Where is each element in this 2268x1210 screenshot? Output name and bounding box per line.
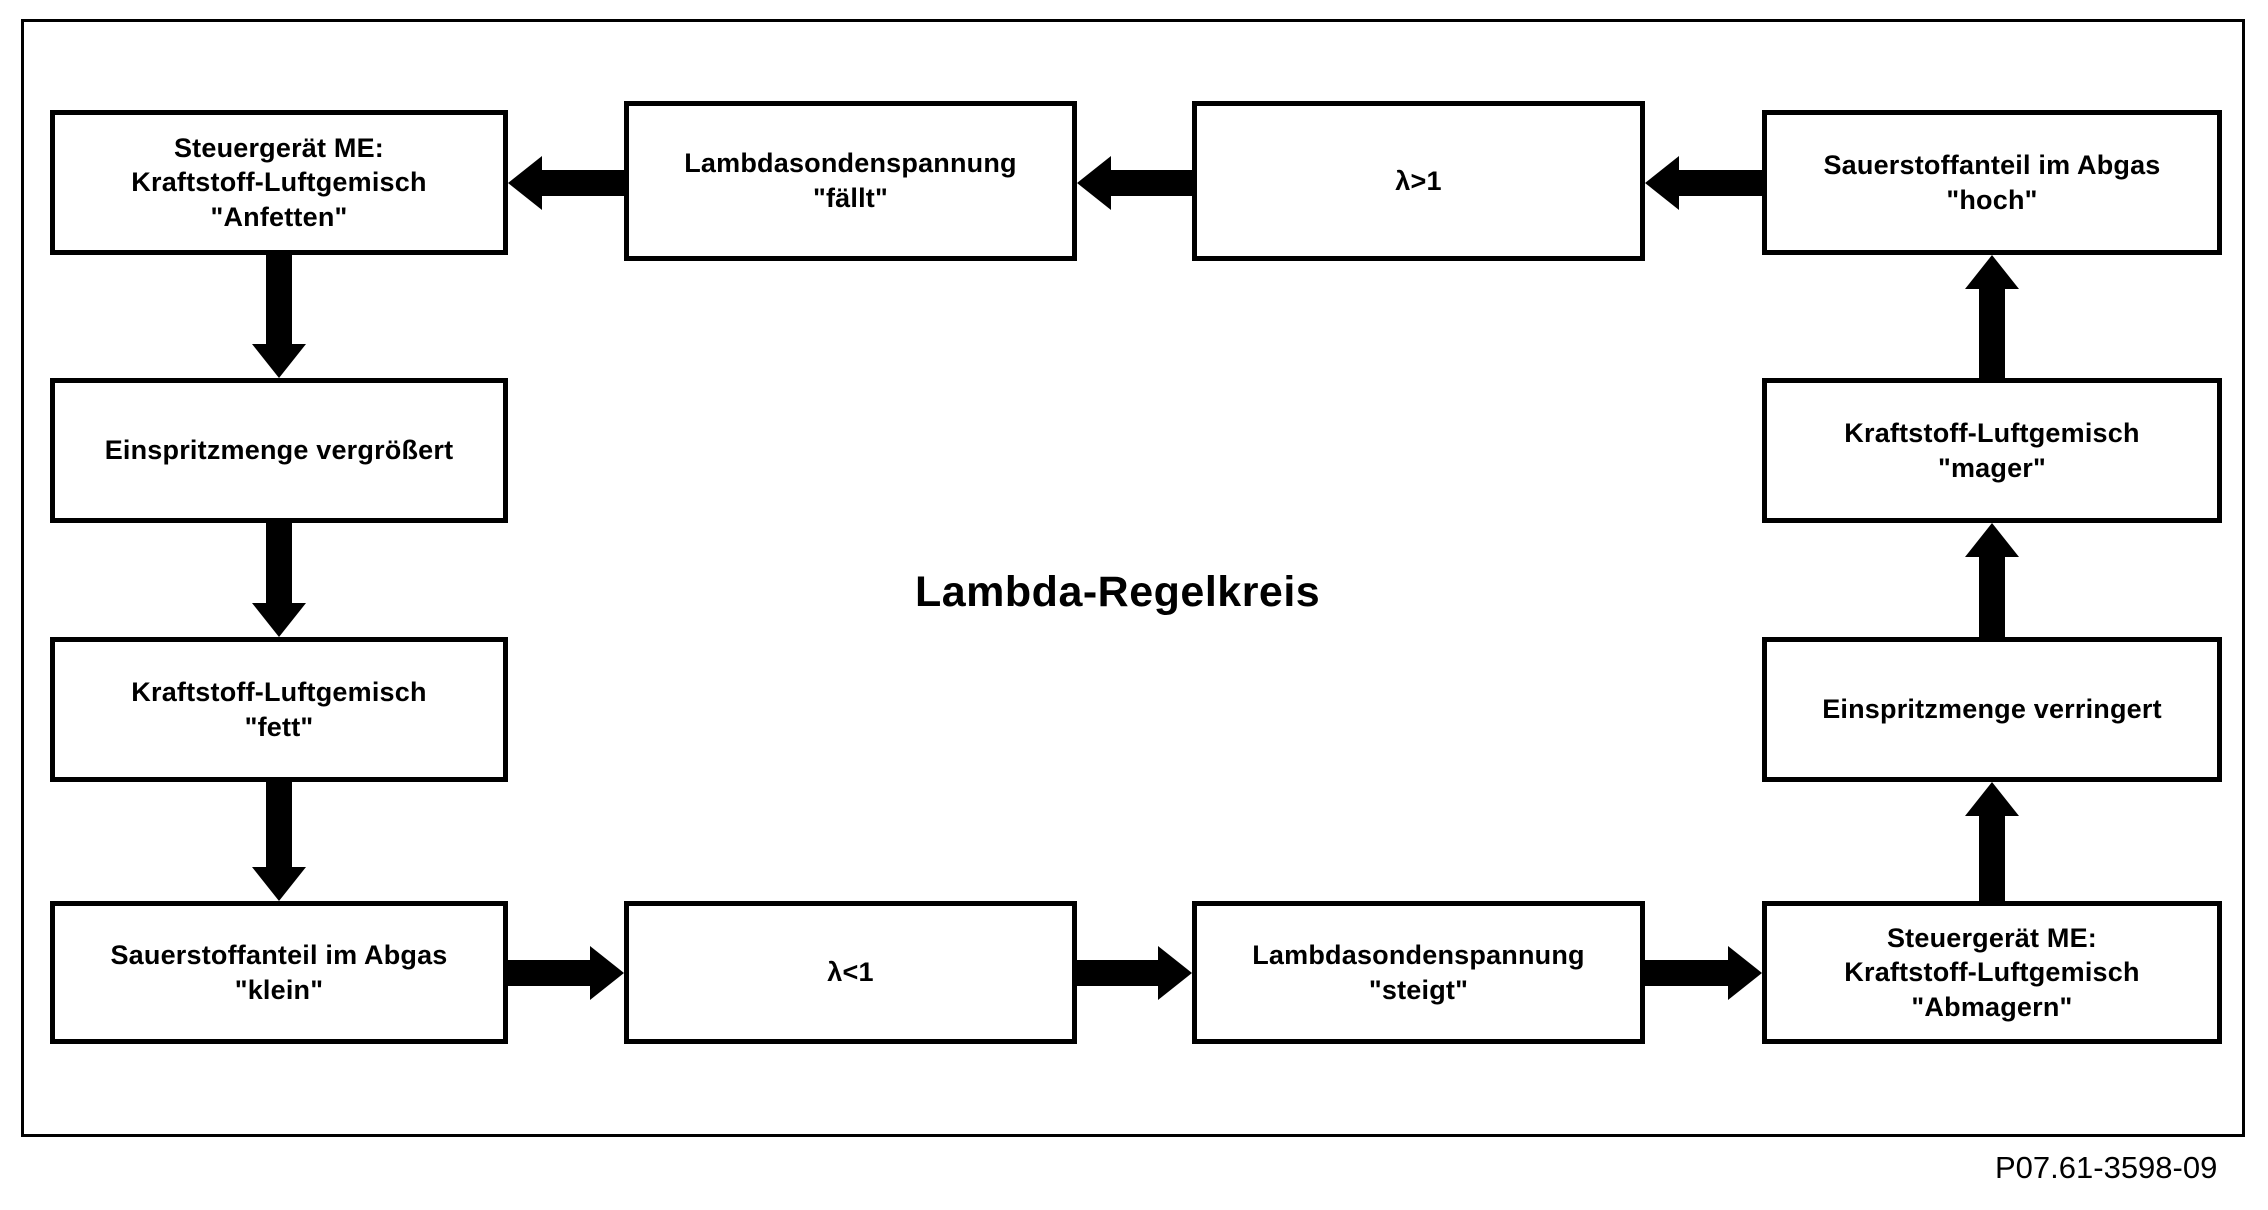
- arrow-shaft: [1979, 283, 2005, 378]
- edge-gemisch-fett-to-sauerstoff-klein: [252, 782, 306, 901]
- node-label: Einspritzmenge verringert: [1822, 694, 2162, 725]
- node-sauerstoff-klein: Sauerstoffanteil im Abgas "klein": [50, 901, 508, 1044]
- arrow-shaft: [1645, 960, 1737, 986]
- node-lambda-kleiner-1: λ<1: [624, 901, 1077, 1044]
- arrow-shaft: [1979, 810, 2005, 901]
- node-label: Sauerstoffanteil im Abgas "hoch": [1823, 149, 2161, 215]
- node-gemisch-mager: Kraftstoff-Luftgemisch "mager": [1762, 378, 2222, 523]
- node-label: λ>1: [1395, 165, 1442, 196]
- arrow-head-up-icon: [1965, 782, 2019, 816]
- node-steuergeraet-abmagern: Steuergerät ME: Kraftstoff-Luftgemisch "…: [1762, 901, 2222, 1044]
- arrow-shaft: [508, 960, 599, 986]
- edge-einspritzmenge-verringert-to-gemisch-mager: [1965, 523, 2019, 637]
- node-einspritzmenge-verringert: Einspritzmenge verringert: [1762, 637, 2222, 782]
- node-label: Sauerstoffanteil im Abgas "klein": [110, 939, 448, 1005]
- arrow-head-right-icon: [590, 946, 624, 1000]
- node-label: Lambdasondenspannung "steigt": [1252, 939, 1585, 1005]
- node-lambdaspannung-faellt: Lambdasondenspannung "fällt": [624, 101, 1077, 261]
- arrow-shaft: [1077, 960, 1167, 986]
- arrow-head-up-icon: [1965, 523, 2019, 557]
- arrow-shaft: [266, 255, 292, 350]
- node-sauerstoff-hoch: Sauerstoffanteil im Abgas "hoch": [1762, 110, 2222, 255]
- node-label: Lambdasondenspannung "fällt": [684, 148, 1017, 213]
- edge-lambda-kleiner-1-to-lambdaspannung-steigt: [1077, 946, 1192, 1000]
- arrow-head-up-icon: [1965, 255, 2019, 289]
- edge-steuergeraet-anfetten-to-einspritzmenge-vergroessert: [252, 255, 306, 378]
- edge-lambdaspannung-faellt-to-steuergeraet-anfetten: [508, 156, 624, 210]
- node-label: λ<1: [827, 957, 874, 988]
- arrow-shaft: [1102, 170, 1192, 196]
- edge-lambda-groesser-1-to-lambdaspannung-faellt: [1077, 156, 1192, 210]
- figure-reference-caption: P07.61-3598-09: [1995, 1150, 2218, 1185]
- node-label: Kraftstoff-Luftgemisch "mager": [1844, 417, 2140, 483]
- arrow-head-left-icon: [1077, 156, 1111, 210]
- edge-sauerstoff-hoch-to-lambda-groesser-1: [1645, 156, 1762, 210]
- edge-einspritzmenge-vergroessert-to-gemisch-fett: [252, 523, 306, 637]
- arrow-head-left-icon: [508, 156, 542, 210]
- edge-sauerstoff-klein-to-lambda-kleiner-1: [508, 946, 624, 1000]
- node-label: Steuergerät ME: Kraftstoff-Luftgemisch "…: [131, 132, 427, 232]
- arrow-shaft: [266, 523, 292, 609]
- node-label: Einspritzmenge vergrößert: [104, 435, 454, 466]
- arrow-head-down-icon: [252, 603, 306, 637]
- node-einspritzmenge-vergroessert: Einspritzmenge vergrößert: [50, 378, 508, 523]
- node-label: Steuergerät ME: Kraftstoff-Luftgemisch "…: [1844, 922, 2140, 1022]
- edge-lambdaspannung-steigt-to-steuergeraet-abmagern: [1645, 946, 1762, 1000]
- arrow-shaft: [533, 170, 624, 196]
- node-gemisch-fett: Kraftstoff-Luftgemisch "fett": [50, 637, 508, 782]
- arrow-shaft: [1979, 551, 2005, 637]
- arrow-head-right-icon: [1158, 946, 1192, 1000]
- arrow-head-down-icon: [252, 867, 306, 901]
- edge-gemisch-mager-to-sauerstoff-hoch: [1965, 255, 2019, 378]
- node-lambda-groesser-1: λ>1: [1192, 101, 1645, 261]
- node-label: Kraftstoff-Luftgemisch "fett": [131, 676, 427, 742]
- arrow-head-down-icon: [252, 344, 306, 378]
- node-steuergeraet-anfetten: Steuergerät ME: Kraftstoff-Luftgemisch "…: [50, 110, 508, 255]
- arrow-shaft: [1670, 170, 1762, 196]
- arrow-head-left-icon: [1645, 156, 1679, 210]
- diagram-title: Lambda-Regelkreis: [915, 568, 1321, 616]
- edge-steuergeraet-abmagern-to-einspritzmenge-verringert: [1965, 782, 2019, 901]
- node-lambdaspannung-steigt: Lambdasondenspannung "steigt": [1192, 901, 1645, 1044]
- arrow-shaft: [266, 782, 292, 873]
- arrow-head-right-icon: [1728, 946, 1762, 1000]
